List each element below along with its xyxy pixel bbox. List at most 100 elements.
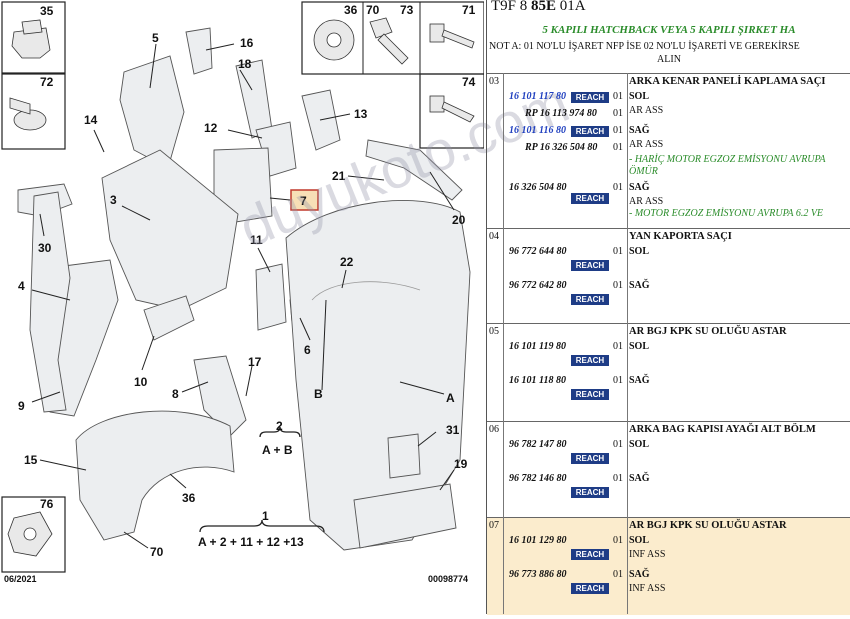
document-code: 00098774: [428, 574, 468, 584]
callout-6[interactable]: 6: [304, 343, 311, 357]
reach-badge[interactable]: REACH: [571, 92, 609, 103]
reach-badge[interactable]: REACH: [571, 355, 609, 366]
screw-73-icon: [369, 17, 409, 65]
part-number[interactable]: 16 101 118 80: [509, 375, 566, 386]
callout-2[interactable]: 2: [276, 419, 283, 433]
part-15-wheelarch-shape: [75, 410, 235, 541]
part-number[interactable]: 16 326 504 80: [509, 182, 567, 193]
callout-70-inset[interactable]: 70: [366, 3, 380, 17]
callout-22[interactable]: 22: [340, 255, 354, 269]
callout-21[interactable]: 21: [332, 169, 346, 183]
part-quantity: 01: [613, 246, 623, 257]
part-3-shape: [101, 149, 239, 311]
reach-badge[interactable]: REACH: [571, 294, 609, 305]
callout-19[interactable]: 19: [454, 457, 468, 471]
callout-36[interactable]: 36: [182, 491, 196, 505]
catalog-group-06[interactable]: 06 ARKA BAG KAPISI AYAĞI ALT BÖLM 96 782 1…: [487, 421, 850, 518]
ref-prefix: T9F 8: [491, 0, 528, 14]
part-quantity: 01: [613, 375, 623, 386]
callout-13[interactable]: 13: [354, 107, 368, 121]
group-note: ÖMÜR: [629, 166, 658, 177]
callout-1-formula[interactable]: A + 2 + 11 + 12 +13: [198, 535, 304, 549]
callout-a-plus-b[interactable]: A + B: [262, 443, 293, 457]
callout-72[interactable]: 72: [40, 75, 54, 89]
reach-badge[interactable]: REACH: [571, 260, 609, 271]
diagram-svg: 35 72 5 16 18 12 13 36 70 73 71 74 14 3 …: [1, 1, 485, 584]
reach-badge[interactable]: REACH: [571, 453, 609, 464]
part-number[interactable]: 16 101 117 80: [509, 91, 566, 102]
part-number[interactable]: 96 782 147 80: [509, 439, 567, 450]
inset-box-72: [1, 73, 66, 150]
callout-B[interactable]: B: [314, 387, 323, 401]
callout-10[interactable]: 10: [134, 375, 148, 389]
part-quantity: 01: [613, 142, 623, 153]
note-line-1: NOT A: 01 NO'LU İŞARET NFP İSE 02 NO'LU …: [489, 41, 800, 52]
reach-badge[interactable]: REACH: [571, 549, 609, 560]
callout-36-inset[interactable]: 36: [344, 3, 358, 17]
group-title: ARKA BAG KAPISI AYAĞI ALT BÖLM: [629, 424, 816, 435]
callout-35[interactable]: 35: [40, 4, 54, 18]
part-quantity: 01: [613, 439, 623, 450]
callout-70[interactable]: 70: [150, 545, 164, 559]
inset-box-35: [1, 1, 66, 74]
group-index: 06: [489, 424, 499, 435]
part-quantity: 01: [613, 91, 623, 102]
screw-71-icon: [429, 23, 475, 49]
part-number[interactable]: 96 782 146 80: [509, 473, 567, 484]
callout-8[interactable]: 8: [172, 387, 179, 401]
part-side: SOL: [629, 439, 650, 450]
callout-76[interactable]: 76: [40, 497, 54, 511]
part-number[interactable]: RP 16 326 504 80: [525, 142, 598, 153]
part-number[interactable]: 16 101 129 80: [509, 535, 567, 546]
reach-badge[interactable]: REACH: [571, 583, 609, 594]
callout-A[interactable]: A: [446, 391, 455, 405]
part-number[interactable]: RP 16 113 974 80: [525, 108, 597, 119]
callout-73[interactable]: 73: [400, 3, 414, 17]
callout-20[interactable]: 20: [452, 213, 466, 227]
reach-badge[interactable]: REACH: [571, 193, 609, 204]
part-side: SAĞ: [629, 473, 650, 484]
group-title: AR BGJ KPK SU OLUĞU ASTAR: [629, 520, 787, 531]
part-A-panel-shape: [285, 200, 471, 551]
callout-71[interactable]: 71: [462, 3, 476, 17]
callout-7[interactable]: 7: [300, 194, 307, 208]
group-index: 05: [489, 326, 499, 337]
callout-16[interactable]: 16: [240, 36, 254, 50]
reach-badge[interactable]: REACH: [571, 487, 609, 498]
part-subtext: AR ASS: [629, 139, 664, 150]
part-number[interactable]: 96 772 644 80: [509, 246, 567, 257]
part-side: SAĞ: [629, 280, 650, 291]
callout-12[interactable]: 12: [204, 121, 218, 135]
callout-30[interactable]: 30: [38, 241, 52, 255]
callout-1[interactable]: 1: [262, 509, 269, 523]
callout-3[interactable]: 3: [110, 193, 117, 207]
part-number[interactable]: 16 101 119 80: [509, 341, 566, 352]
part-subtext: AR ASS: [629, 105, 664, 116]
part-side: SAĞ: [629, 125, 650, 136]
callout-14[interactable]: 14: [84, 113, 98, 127]
group-index: 04: [489, 231, 499, 242]
callout-15[interactable]: 15: [24, 453, 38, 467]
callout-74[interactable]: 74: [462, 75, 476, 89]
callout-11[interactable]: 11: [250, 233, 263, 247]
callout-18[interactable]: 18: [238, 57, 252, 71]
callout-9[interactable]: 9: [18, 399, 25, 413]
reach-badge[interactable]: REACH: [571, 126, 609, 137]
part-number[interactable]: 96 773 886 80: [509, 569, 567, 580]
callout-17[interactable]: 17: [248, 355, 262, 369]
callout-7-highlight[interactable]: [290, 189, 319, 211]
callout-5[interactable]: 5: [152, 31, 159, 45]
part-number[interactable]: 96 772 642 80: [509, 280, 567, 291]
part-subtext: INF ASS: [629, 549, 666, 560]
reach-badge[interactable]: REACH: [571, 389, 609, 400]
callout-31[interactable]: 31: [446, 423, 460, 437]
part-quantity: 01: [613, 535, 623, 546]
callout-4[interactable]: 4: [18, 279, 25, 293]
ref-code: 85E: [531, 0, 557, 14]
part-number[interactable]: 16 101 116 80: [509, 125, 566, 136]
part-20-shape: [365, 139, 463, 201]
